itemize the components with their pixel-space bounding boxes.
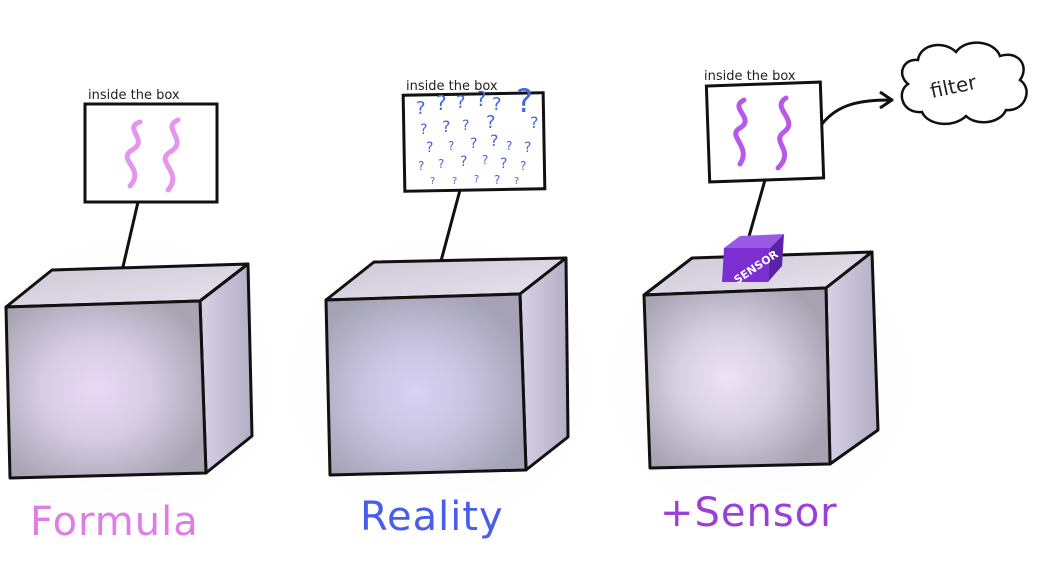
question-mark-icon: ?: [516, 82, 533, 120]
formula-thought-box: [83, 102, 219, 204]
panel-formula: inside the box Formula: [0, 88, 300, 550]
question-mark-icon: ?: [482, 153, 488, 167]
question-mark-icon: ?: [490, 131, 499, 150]
sensor-label: +Sensor: [660, 490, 838, 536]
question-mark-icon: ?: [426, 140, 433, 156]
question-mark-icon: ?: [486, 112, 496, 133]
formula-caption: inside the box: [88, 88, 180, 103]
question-mark-icon: ?: [442, 117, 451, 136]
squiggle-icon: [124, 117, 181, 193]
question-mark-icon: ?: [456, 92, 466, 113]
cube-icon: [324, 256, 570, 477]
sensor-thought-box: [704, 80, 826, 184]
cube-icon: [4, 262, 254, 480]
cloud-icon: [900, 41, 1028, 125]
panel-sensor: inside the box filter SENSOR +Sensor: [580, 41, 1028, 550]
sensor-cube-icon: SENSOR: [722, 234, 784, 287]
reality-thought-box: [401, 91, 547, 193]
question-mark-icon: ?: [500, 156, 507, 172]
question-mark-icon: ????????????????????????????: [416, 82, 539, 187]
question-mark-icon: ?: [460, 154, 467, 170]
question-mark-icon: ?: [514, 176, 519, 187]
question-mark-icon: ?: [448, 139, 454, 153]
question-mark-icon: ?: [436, 91, 447, 115]
sensor-caption: inside the box: [704, 69, 796, 84]
question-mark-icon: ?: [530, 113, 539, 132]
squiggle-icon: [733, 95, 792, 171]
formula-label: Formula: [30, 499, 199, 545]
question-mark-icon: ?: [520, 159, 526, 173]
question-mark-icon: ?: [494, 173, 500, 187]
reality-caption: inside the box: [406, 79, 498, 94]
question-mark-icon: ?: [420, 122, 427, 138]
question-mark-icon: ?: [524, 140, 531, 156]
cube-icon: [642, 250, 880, 470]
question-mark-icon: ?: [462, 118, 469, 134]
arrow-head-icon: [879, 90, 894, 110]
arrow-icon: [820, 98, 891, 125]
question-mark-icon: ?: [452, 176, 457, 187]
sensor-stick: [746, 179, 767, 241]
panel-reality: inside the box ?????????????????????????…: [260, 79, 620, 550]
question-mark-icon: ?: [438, 157, 444, 171]
question-mark-icon: ?: [470, 136, 477, 152]
question-mark-icon: ?: [430, 176, 435, 187]
question-mark-icon: ?: [506, 139, 512, 153]
question-mark-icon: ?: [492, 94, 502, 115]
reality-label: Reality: [360, 494, 504, 540]
question-mark-icon: ?: [416, 98, 426, 119]
question-mark-icon: ?: [418, 159, 424, 173]
question-mark-icon: ?: [474, 174, 479, 185]
question-mark-icon: ?: [476, 87, 487, 111]
